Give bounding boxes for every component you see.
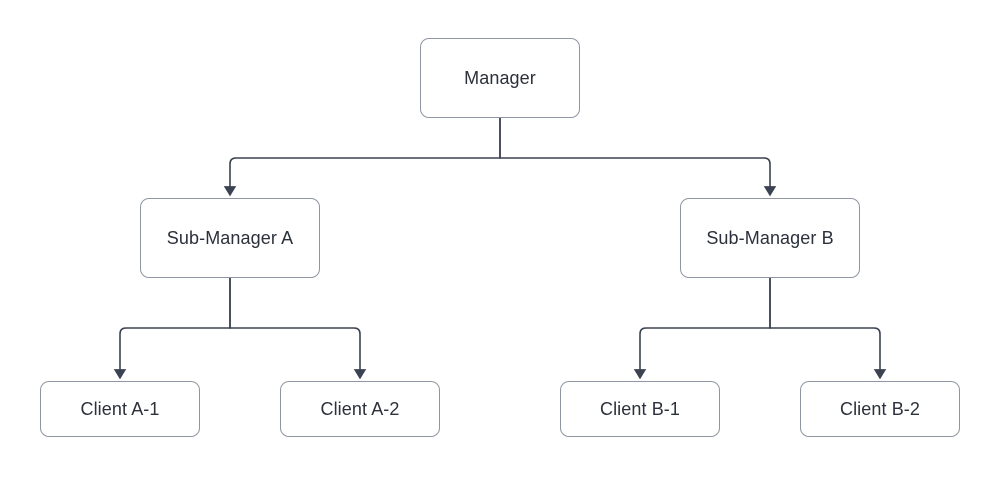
edge-sub-manager-b-to-client-b-2 — [769, 278, 887, 380]
node-sub-manager-b-label: Sub-Manager B — [706, 228, 834, 248]
node-manager[interactable]: Manager — [420, 38, 580, 118]
node-client-a-1[interactable]: Client A-1 — [40, 381, 200, 437]
node-client-a-2-label: Client A-2 — [320, 399, 400, 419]
node-client-b-2[interactable]: Client B-2 — [800, 381, 960, 437]
node-manager-label: Manager — [464, 68, 536, 88]
edge-manager-to-sub-manager-a — [223, 118, 501, 197]
edge-manager-to-sub-manager-b — [499, 118, 777, 197]
node-client-b-2-label: Client B-2 — [839, 399, 921, 419]
edge-sub-manager-a-to-client-a-2 — [229, 278, 367, 380]
node-sub-manager-a[interactable]: Sub-Manager A — [140, 198, 320, 278]
node-client-b-1-label: Client B-1 — [599, 399, 681, 419]
node-client-a-2[interactable]: Client A-2 — [280, 381, 440, 437]
node-client-a-1-label: Client A-1 — [80, 399, 160, 419]
node-client-b-1[interactable]: Client B-1 — [560, 381, 720, 437]
edge-sub-manager-a-to-client-a-1 — [113, 278, 231, 380]
node-sub-manager-a-label: Sub-Manager A — [166, 228, 294, 248]
edge-sub-manager-b-to-client-b-1 — [633, 278, 771, 380]
node-sub-manager-b[interactable]: Sub-Manager B — [680, 198, 860, 278]
